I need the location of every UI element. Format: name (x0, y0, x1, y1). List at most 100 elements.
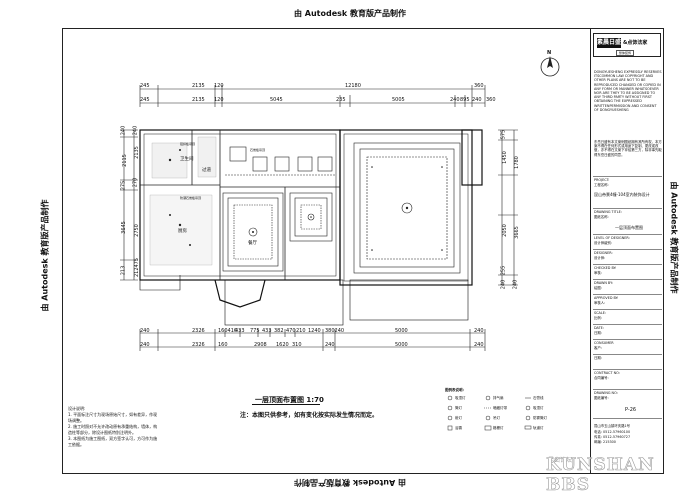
legend-title: 图例表说明： (445, 388, 466, 392)
dim-bot2-5: 1620 (276, 342, 289, 348)
legend-item: 轨道灯 (533, 426, 544, 430)
project-label-cn: 工程名称: (594, 183, 609, 187)
logo-sub: 整体装饰 (616, 50, 635, 56)
drawing-title-label-cn: 图纸名称: (594, 215, 609, 219)
dim-bot-10: 1240 (308, 328, 321, 334)
copyright-en: DONGYUESHENG EXPRESSLY RESERVES ITSCOMMO… (594, 70, 662, 112)
dim-bot-1: 240 (140, 328, 150, 334)
drawing-no: P-26 (625, 407, 637, 413)
dim-bot2-9: 240 (474, 342, 484, 348)
dim-bot-12: 5000 (395, 328, 408, 334)
legend-item: 暗藏灯带 (493, 406, 507, 410)
design-note-line: 1. 平面标注尺寸为现场原始尺寸，如有差异，作现场调整。 (68, 412, 158, 423)
legend-item: 射灯 (455, 416, 462, 420)
company-logo: 素晨日盛 &点饰法家 整体装饰 (593, 33, 661, 57)
dim-left-1: 240 (120, 125, 127, 136)
drawing-no-label: DRAWING NO: (594, 391, 618, 395)
dim-right-7: 240 (500, 279, 507, 290)
dim-bot2-7: 240 (325, 342, 335, 348)
design-notes: 设计说明: 1. 平面标注尺寸为现场原始尺寸，如有差异，作现场调整。 2. 施工… (68, 406, 160, 448)
dim-bot-6: 433 (262, 328, 272, 334)
dim-right-6: 255 (500, 265, 507, 276)
dim-top2-4: 5045 (270, 97, 283, 103)
dim-bot-3: 160416 (218, 328, 238, 334)
dim-bot2-2: 2326 (192, 342, 205, 348)
dim-bot-13: 240 (474, 328, 484, 334)
room-bathroom: 卫生间 (180, 157, 194, 162)
room-kitchen: 厨房 (178, 229, 187, 234)
dim-left-5: 213 (120, 265, 127, 276)
legend-symbols (447, 395, 532, 431)
dim-bot-2: 2326 (192, 328, 205, 334)
consumer-label-cn: 客户: (594, 346, 602, 350)
dim-left-9: 2750 (133, 224, 140, 237)
dim-left-4: 3645 (120, 221, 127, 234)
legend-item: 格栅灯 (493, 426, 504, 430)
dim-left-8: 270 (132, 177, 139, 188)
drawn-label-cn: 绘图: (594, 286, 602, 290)
contract-label-cn: 合同编号: (594, 376, 609, 380)
company-zip: 邮编: 215300 (594, 440, 616, 444)
designer-label-cn: 设计师: (594, 256, 606, 260)
dim-top2-8: 895 (460, 97, 470, 103)
company-address: 昆山市玉山镇环庆路1号 (594, 424, 631, 428)
drawing-frame (62, 28, 664, 474)
scale-label: SCALE: (594, 311, 607, 315)
legend-item: 石膏线 (533, 396, 544, 400)
company-tel: 电话: 0512-57960100 (594, 430, 631, 434)
dim-right-3: 1780 (513, 156, 520, 169)
dim-bot2-8: 5000 (395, 342, 408, 348)
floor-plan (120, 85, 518, 351)
legend-item: 吸顶灯 (455, 396, 466, 400)
dim-bot-8: 470 (286, 328, 296, 334)
plan-note: 注：本图只供参考，如有变化按实际发生情况而定。 (240, 412, 379, 419)
design-note-line: 3. 本图纸为施工图纸，双方签字认可，方可作为施工依据。 (68, 436, 158, 447)
dim-top-3: 120 (214, 83, 224, 89)
approved-label: APPROVED BY: (594, 296, 619, 300)
plan-title: 一层顶面布置图 1:70 (255, 396, 324, 404)
site-watermark: KUNSHAN BBS (546, 455, 655, 495)
dim-bot2-3: 160 (218, 342, 228, 348)
approved-label-cn: 审核人: (594, 301, 606, 305)
dim-top2-5: 235 (336, 97, 346, 103)
watermark-top: 由 Autodesk 教育版产品制作 (293, 9, 406, 18)
dim-top2-3: 120 (214, 97, 224, 103)
legend-item: 吊灯 (493, 416, 500, 420)
dim-top2-2: 2135 (192, 97, 205, 103)
dim-bot-5: 775 (250, 328, 260, 334)
dim-top2-9: 240 (472, 97, 482, 103)
dim-bot2-1: 240 (140, 342, 150, 348)
legend-item: 排气扇 (493, 396, 504, 400)
project-label: PROJECT: (594, 178, 610, 182)
dim-bot-7: 382 (274, 328, 284, 334)
date-label: DATE: (594, 326, 604, 330)
plan-title-underline (252, 404, 320, 405)
drawing-title: 一层顶面布置图 (615, 225, 643, 230)
legend: 图例表说明： 吸顶灯 筒灯 射灯 浴霸 排气扇 暗藏灯带 吊灯 格栅灯 石膏线 … (445, 388, 585, 470)
room-corridor: 过道 (202, 168, 211, 173)
dim-bot2-6: 310 (292, 342, 302, 348)
dim-bot-4: 433 (235, 328, 245, 334)
drawing-no-label-cn: 图纸编号: (594, 396, 609, 400)
date-label-cn: 日期: (594, 331, 602, 335)
dim-bot-9: 210 (296, 328, 306, 334)
dim-right-2: 1450 (501, 151, 508, 164)
title-block: DONGYUESHENG EXPRESSLY RESERVES ITSCOMMO… (590, 28, 664, 474)
dim-top2-1: 245 (140, 97, 150, 103)
dim-right-1: 575 (500, 129, 507, 140)
dim-left-2: 2115 (121, 154, 128, 167)
level-label-cn: 设计师级别: (594, 241, 613, 245)
note-ceiling-3: 防潮石膏板吊顶 (180, 196, 202, 200)
dim-right-4: 2050 (501, 224, 508, 237)
legend-item: 筒灯 (455, 406, 462, 410)
scale-label-cn: 比例: (594, 316, 602, 320)
legend-item: 防雾筒灯 (533, 416, 547, 420)
legend-item: 浴霸 (455, 426, 462, 430)
north-letter: N (547, 50, 552, 56)
copyright-cn: 东岳日盛有本文案例图纸拥有其所有权，本方案不得在任何形式或用途下复制、更改或改做… (594, 140, 662, 157)
design-notes-title: 设计说明: (68, 406, 86, 411)
note-ceiling-2: 石膏板吊顶 (250, 148, 266, 152)
site-watermark-small: 昆山论坛 (548, 457, 573, 464)
logo-box: 素晨日盛 (597, 38, 622, 48)
note-ceiling-1: 铝扣板吊顶 (180, 142, 196, 146)
